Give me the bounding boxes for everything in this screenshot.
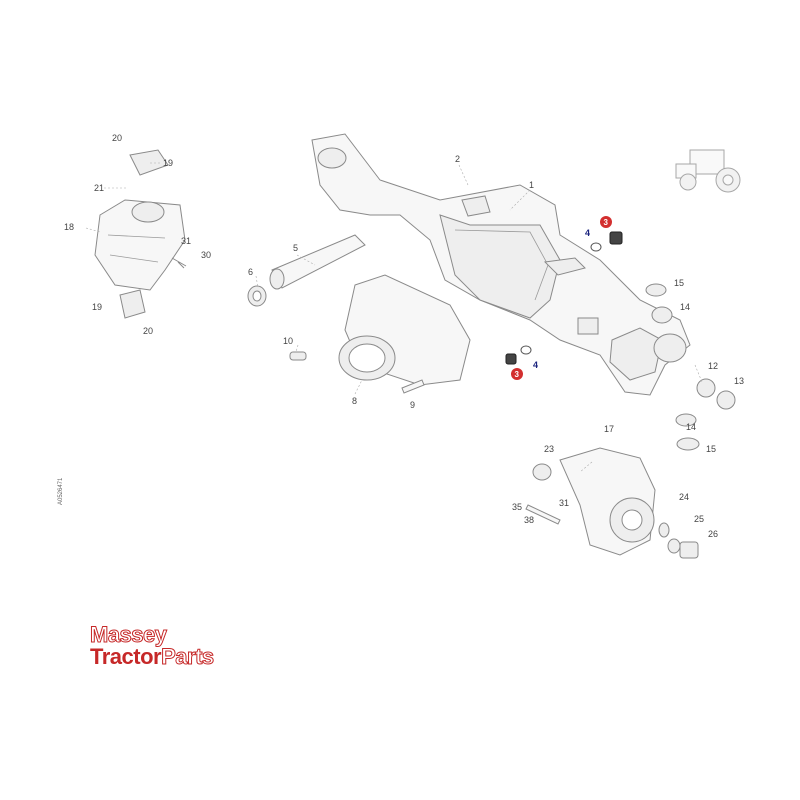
bolt-part xyxy=(401,379,425,394)
callout-14-bottom: 14 xyxy=(686,422,696,432)
logo-line-1: Massey xyxy=(90,622,168,647)
callout-6: 6 xyxy=(248,267,253,277)
callout-2: 2 xyxy=(455,154,460,164)
callout-25: 25 xyxy=(694,514,704,524)
pivot-bracket-part xyxy=(94,149,187,319)
callout-35: 35 xyxy=(512,502,522,512)
callout-21: 21 xyxy=(94,183,104,193)
callout-31-left: 31 xyxy=(181,236,191,246)
callout-20-bottom: 20 xyxy=(143,326,153,336)
callout-1: 1 xyxy=(529,180,534,190)
swivel-housing-part xyxy=(532,447,656,556)
logo-word-parts: Parts xyxy=(161,644,215,669)
callout-24: 24 xyxy=(679,492,689,502)
callout-13: 13 xyxy=(734,376,744,386)
callout-3-bottom: 3 xyxy=(515,370,520,379)
bushing-parts-bottom xyxy=(525,504,699,559)
callout-3-top-badge-icon xyxy=(600,216,612,228)
callout-12: 12 xyxy=(708,361,718,371)
highlighted-nut-part xyxy=(505,231,623,365)
callout-9: 9 xyxy=(410,400,415,410)
logo-word-tractor: Tractor xyxy=(90,644,162,669)
callout-19-top: 19 xyxy=(163,158,173,168)
callout-4-top: 4 xyxy=(585,228,590,238)
callout-20-top: 20 xyxy=(112,133,122,143)
callout-17: 17 xyxy=(604,424,614,434)
callout-38: 38 xyxy=(524,515,534,525)
logo-line-2: TractorParts xyxy=(90,644,260,669)
callout-4-bottom: 4 xyxy=(533,360,538,370)
callout-31-right: 31 xyxy=(559,498,569,508)
callout-18: 18 xyxy=(64,222,74,232)
support-bracket-part xyxy=(338,274,471,386)
diagram-reference-code: A0526471 xyxy=(58,477,64,505)
massey-tractor-parts-logo: Massey TractorParts xyxy=(90,622,260,674)
callout-26: 26 xyxy=(708,529,718,539)
callout-30: 30 xyxy=(201,250,211,260)
axle-shaft-part xyxy=(269,234,366,290)
tractor-thumbnail-icon xyxy=(675,149,741,193)
callout-14-top: 14 xyxy=(680,302,690,312)
callout-19-bottom: 19 xyxy=(92,302,102,312)
callout-5: 5 xyxy=(293,243,298,253)
callout-15-top: 15 xyxy=(674,278,684,288)
leader-lines xyxy=(85,162,703,473)
callout-15-bottom: 15 xyxy=(706,444,716,454)
callout-3-top: 3 xyxy=(604,218,609,227)
callout-23: 23 xyxy=(544,444,554,454)
seal-ring-part xyxy=(247,285,267,307)
seal-rings-right xyxy=(645,283,736,451)
callout-3-bottom-badge-icon xyxy=(511,368,523,380)
axle-housing-part xyxy=(311,133,691,396)
callout-8: 8 xyxy=(352,396,357,406)
callout-10: 10 xyxy=(283,336,293,346)
pin-part xyxy=(289,351,307,361)
